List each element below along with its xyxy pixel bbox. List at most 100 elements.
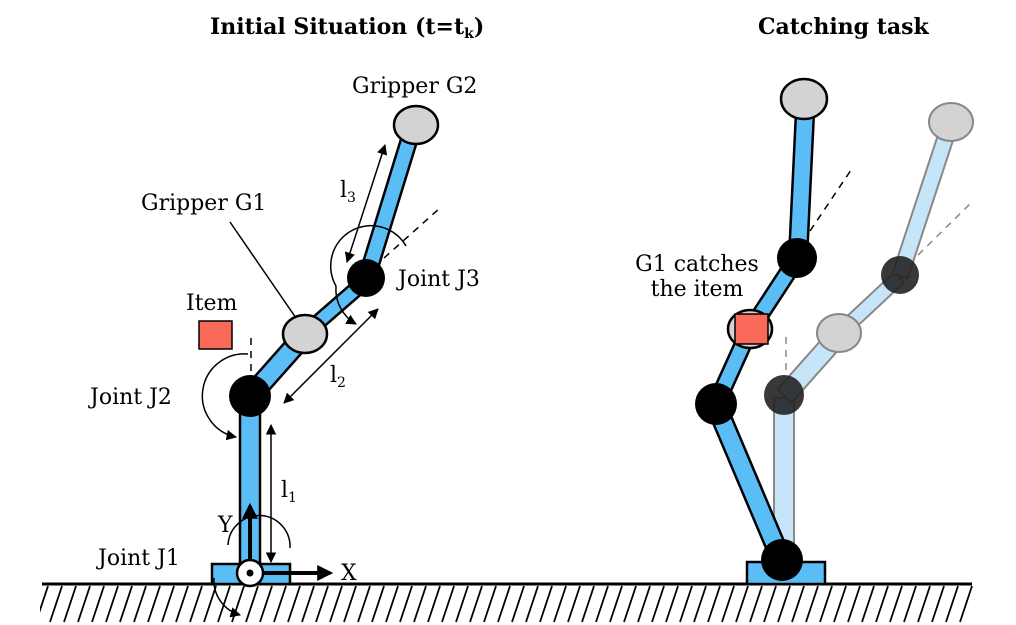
ground-hatch-line [259,585,273,623]
item-box-caught [734,313,769,345]
ground-hatch-line [189,585,203,623]
ground-hatch-line [217,585,231,623]
ground-hatch-line [273,585,287,623]
ground-hatch-line [175,585,189,623]
ground-hatch-line [469,585,483,623]
ground-hatch-line [203,585,217,623]
ground-hatch-line [399,585,413,623]
gripper-g1 [281,313,329,355]
gripper-g2 [392,104,440,146]
label-g1-catches-line2: the item [651,277,744,302]
ground-hatch-line [49,585,63,623]
joint-j2 [229,375,271,417]
title-catching-task: Catching task [758,14,930,40]
title-initial-situation: Initial Situation (t=tk) [210,14,484,42]
ground-hatch-line [679,585,693,623]
link-3-right [787,110,816,260]
ground-hatch-line [833,585,847,623]
joint-j1-right [761,539,803,581]
ground-hatch-line [343,585,357,623]
label-g1-catches-line1: G1 catches [635,252,759,277]
dimension-l2 [283,308,379,404]
ground-hatch-line [609,585,623,623]
label-l3: l3 [340,178,356,206]
ground-hatch-line [553,585,567,623]
ground-hatch-line [161,585,175,623]
ground-hatch-line [651,585,665,623]
joint-j3-right [777,238,817,278]
ground-hatch-line [413,585,427,623]
label-item: Item [186,291,238,316]
ground-hatch-line [777,585,791,623]
ground-hatch-line [329,585,343,623]
ground-hatch-line [637,585,651,623]
ground-hatch-line [693,585,707,623]
ground-hatch-line [721,585,735,623]
joint-j3 [347,259,385,297]
ground-hatch-line [875,585,889,623]
label-axis-y: Y [217,513,233,538]
ground-hatch-line [959,585,973,623]
ground-hatch-line [133,585,147,623]
ground-hatch-line [567,585,581,623]
ground-hatch-line [749,585,763,623]
ground-hatch-line [77,585,91,623]
label-axis-x: X [341,561,357,586]
ground-hatch-line [455,585,469,623]
ground-hatch-line [525,585,539,623]
robot-initial [201,104,441,618]
ground-hatch-line [945,585,959,623]
ground-hatch-line [889,585,903,623]
ground-hatch-line [63,585,77,623]
ground-hatch-line [105,585,119,623]
ground-hatch-line [119,585,133,623]
label-joint-j2: Joint J2 [88,385,172,410]
ground-hatch-line [301,585,315,623]
ground-hatch-line [245,585,259,623]
ground-hatch-line [357,585,371,623]
gripper-g2-right [779,77,829,121]
ground-hatch-line [623,585,637,623]
link-3 [356,120,424,284]
ground-hatch-line [595,585,609,623]
label-gripper-g2: Gripper G2 [352,74,477,99]
ground-hatch-line [91,585,105,623]
ground-hatch-line [441,585,455,623]
joint-j2-right [695,383,737,425]
ground-hatch-line [931,585,945,623]
label-l2: l2 [330,363,346,391]
ground-hatch-line [791,585,805,623]
robot-catching-pose [695,77,852,586]
ground-hatch-line [371,585,385,623]
ground-hatch-line [497,585,511,623]
dimension-l3 [344,144,388,263]
ground-hatch-line [287,585,301,623]
label-joint-j1: Joint J1 [96,546,180,571]
ground-hatch-line [707,585,721,623]
ground-hatch-line [483,585,497,623]
ground-hatch-line [903,585,917,623]
ground-hatch-line [665,585,679,623]
ground-hatch-line [315,585,329,623]
label-gripper-g1: Gripper G1 [141,191,266,216]
label-l1: l1 [281,478,297,506]
item-box [198,320,233,350]
ground-hatch-line [511,585,525,623]
ground-hatch-line [819,585,833,623]
ground-hatch-line [763,585,777,623]
label-joint-j3: Joint J3 [396,267,480,292]
ground-hatch-line [231,585,245,623]
ground-hatch-line [735,585,749,623]
ground-hatch-line [581,585,595,623]
ground-hatch-line [40,585,49,613]
ground-hatch-line [427,585,441,623]
ground-hatch-line [917,585,931,623]
ground-hatch-line [847,585,861,623]
ground [40,582,973,623]
ground-hatch-line [805,585,819,623]
ground-hatch-line [147,585,161,623]
ground-hatch-line [539,585,553,623]
ground-hatch-line [385,585,399,623]
ground-hatch-line [861,585,875,623]
